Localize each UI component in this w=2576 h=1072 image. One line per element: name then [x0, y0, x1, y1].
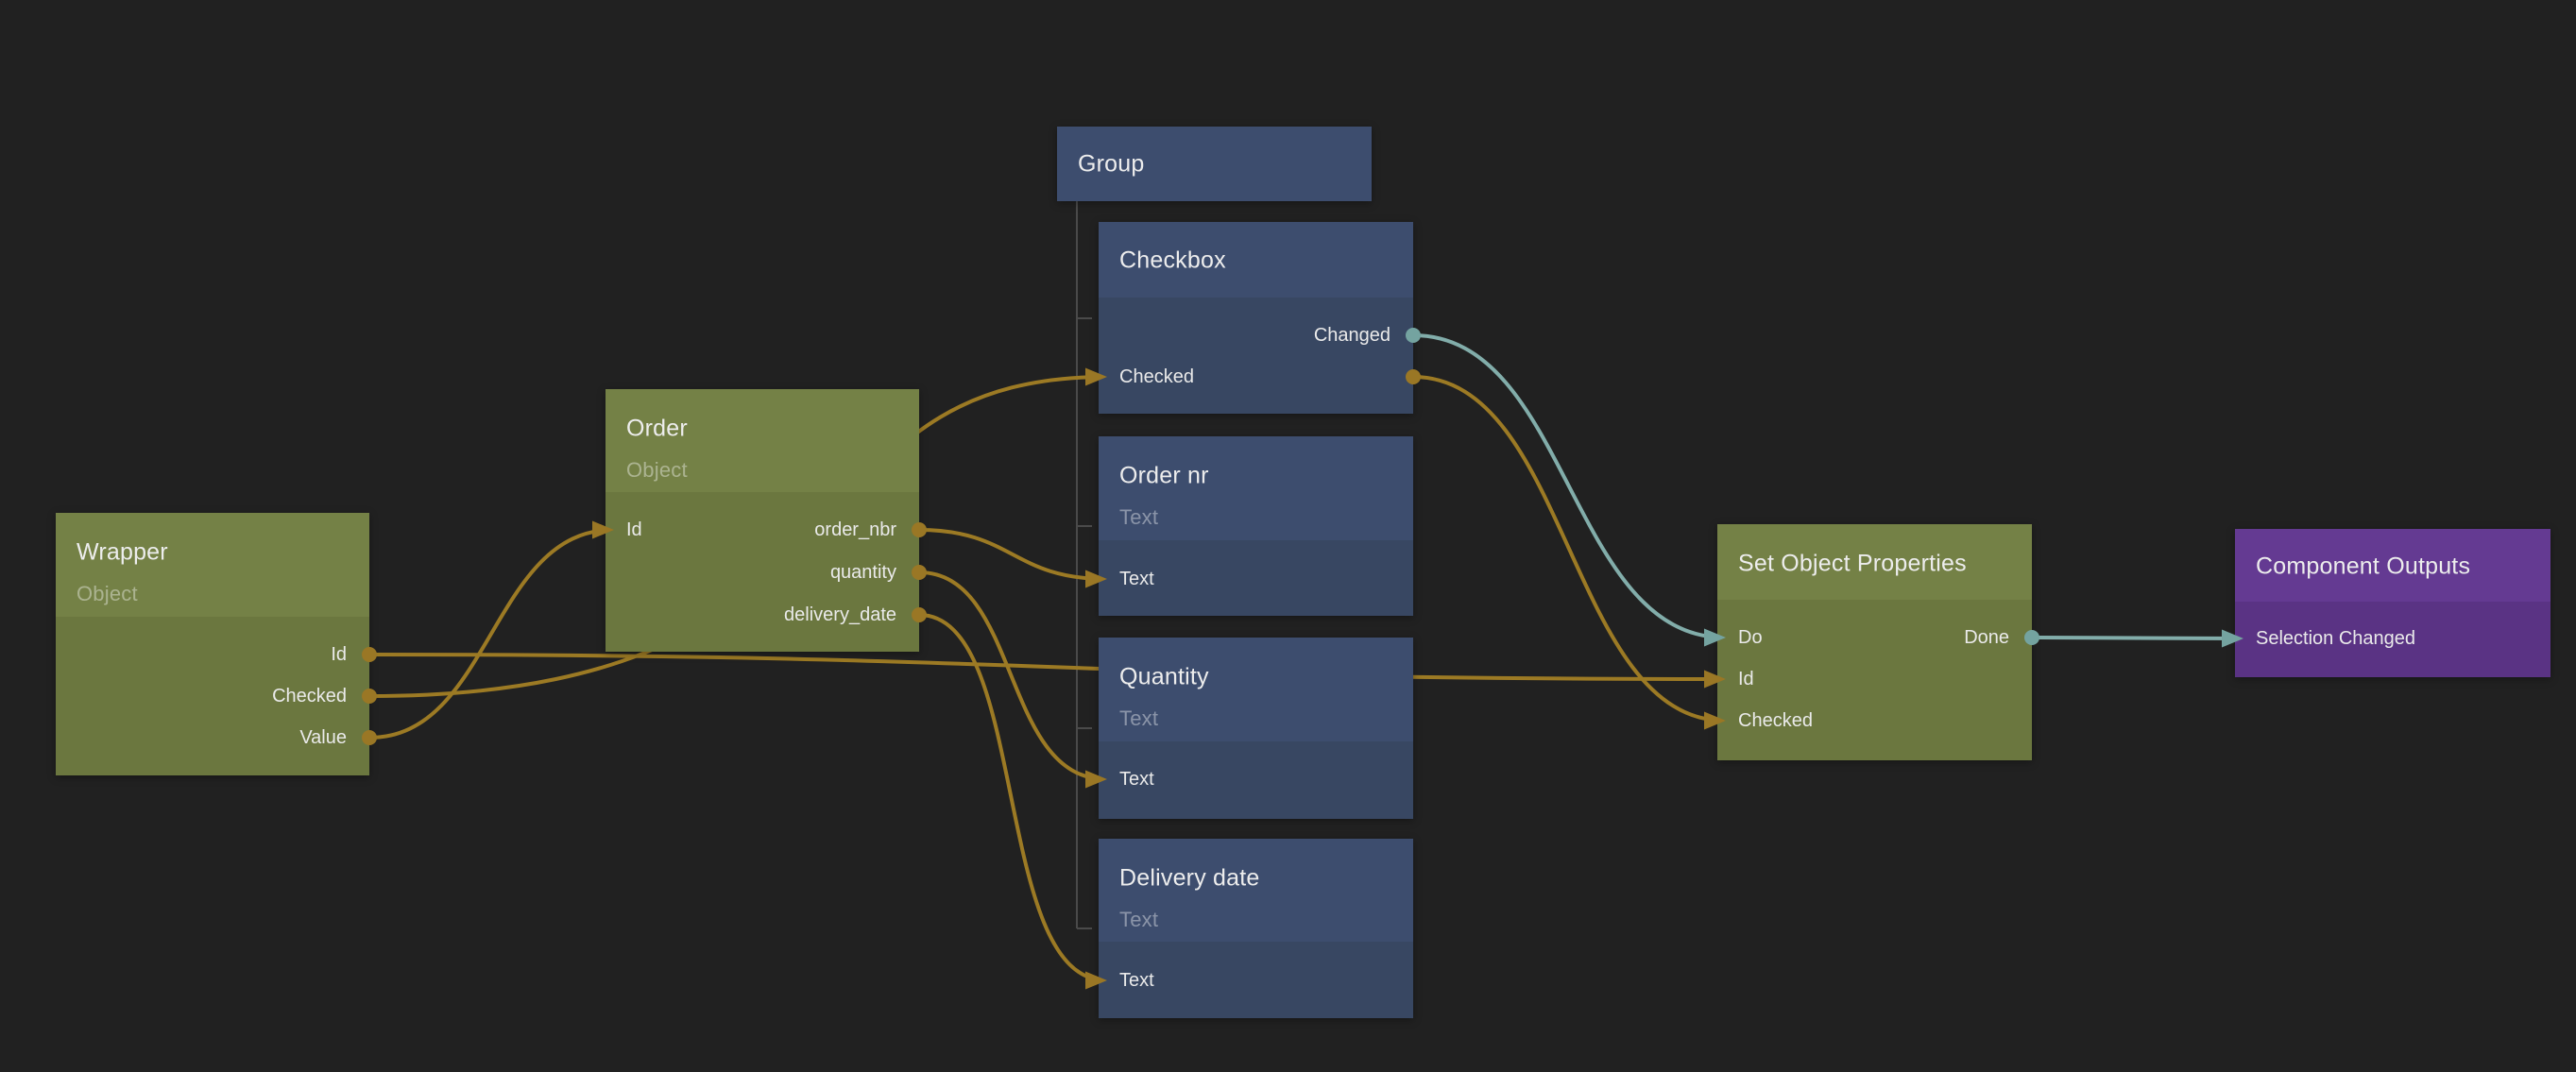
wire-checkbox-checked-to-setobjectproperties-checked[interactable]	[1411, 375, 1727, 723]
node-subtitle: Text	[1119, 706, 1159, 730]
wire-order-ordernbr-to-ordernr-text[interactable]	[917, 528, 1108, 581]
port-arrow-ordernr-text[interactable]	[1085, 570, 1107, 588]
port-dot-order-deliverydate[interactable]	[912, 607, 927, 622]
node-wrapper[interactable]: Wrapper Object Id Checked Value	[56, 513, 369, 775]
port-dot-setobjectproperties-done[interactable]	[2024, 630, 2039, 645]
node-subtitle: Object	[626, 458, 688, 482]
port-arrow-setobjectproperties-do[interactable]	[1704, 628, 1726, 647]
output-port-value[interactable]: Value	[299, 727, 347, 748]
output-port-quantity[interactable]: quantity	[829, 562, 896, 583]
port-dot-checkbox-checked[interactable]	[1406, 369, 1421, 384]
output-port-checked[interactable]: Checked	[272, 686, 347, 706]
node-header: Delivery date Text	[1099, 839, 1413, 942]
node-order[interactable]: Order Object Id order_nbr quantity deliv…	[606, 389, 919, 652]
node-title: Quantity	[1119, 663, 1209, 690]
port-dot-order-ordernbr[interactable]	[912, 522, 927, 537]
input-port-id[interactable]: Id	[1738, 669, 1754, 689]
node-delivery-date[interactable]: Delivery date Text Text	[1099, 839, 1413, 1018]
node-header: Wrapper Object	[56, 513, 369, 617]
node-header: Quantity Text	[1099, 638, 1413, 741]
node-order-nr[interactable]: Order nr Text Text	[1099, 436, 1413, 616]
group-children-tree-line	[1076, 200, 1092, 929]
node-header: Set Object Properties	[1717, 524, 2032, 600]
input-port-id[interactable]: Id	[626, 519, 642, 540]
output-port-changed[interactable]: Changed	[1313, 325, 1390, 346]
node-title: Set Object Properties	[1738, 550, 1967, 577]
node-title: Component Outputs	[2256, 553, 2471, 580]
port-dot-wrapper-id[interactable]	[362, 647, 377, 662]
node-header: Order Object	[606, 389, 919, 492]
input-port-checked[interactable]: Checked	[1738, 710, 1813, 731]
port-dot-wrapper-checked[interactable]	[362, 689, 377, 704]
port-arrow-order-id[interactable]	[592, 520, 614, 539]
node-title: Group	[1078, 150, 1145, 178]
port-arrow-setobjectproperties-checked[interactable]	[1704, 711, 1726, 730]
port-arrow-quantity-text[interactable]	[1085, 770, 1107, 789]
port-dot-checkbox-changed[interactable]	[1406, 328, 1421, 343]
node-title: Wrapper	[77, 538, 168, 566]
node-header: Order nr Text	[1099, 436, 1413, 540]
input-port-text[interactable]: Text	[1119, 569, 1154, 589]
port-arrow-componentoutputs-selectionchanged[interactable]	[2222, 629, 2243, 648]
node-subtitle: Object	[77, 582, 138, 605]
port-arrow-deliverydate-text[interactable]	[1085, 971, 1107, 990]
node-component-outputs[interactable]: Component Outputs Selection Changed	[2235, 529, 2550, 677]
input-port-text[interactable]: Text	[1119, 769, 1154, 790]
wire-checkbox-changed-to-setobjectproperties-do[interactable]	[1411, 333, 1727, 639]
wire-wrapper-value-to-order-id[interactable]	[367, 528, 615, 740]
port-arrow-setobjectproperties-id[interactable]	[1704, 670, 1726, 689]
wire-order-deliverydate-to-deliverydate-text[interactable]	[917, 613, 1108, 982]
node-title: Order	[626, 415, 688, 442]
node-title: Checkbox	[1119, 247, 1226, 274]
node-quantity[interactable]: Quantity Text Text	[1099, 638, 1413, 819]
node-subtitle: Text	[1119, 505, 1159, 529]
input-port-text[interactable]: Text	[1119, 970, 1154, 991]
output-port-id[interactable]: Id	[331, 644, 347, 665]
output-port-order-nbr[interactable]: order_nbr	[814, 519, 896, 540]
node-set-object-properties[interactable]: Set Object Properties Do Done Id Checked	[1717, 524, 2032, 760]
wire-order-quantity-to-quantity-text[interactable]	[917, 570, 1108, 781]
port-arrow-checkbox-checked[interactable]	[1085, 367, 1107, 386]
output-port-done[interactable]: Done	[1964, 627, 2009, 648]
node-checkbox[interactable]: Checkbox Changed Checked	[1099, 222, 1413, 414]
input-port-selection-changed[interactable]: Selection Changed	[2256, 628, 2416, 649]
node-header: Group	[1057, 127, 1372, 201]
node-title: Delivery date	[1119, 864, 1260, 892]
input-port-do[interactable]: Do	[1738, 627, 1763, 648]
port-dot-wrapper-value[interactable]	[362, 730, 377, 745]
node-header: Component Outputs	[2235, 529, 2550, 602]
node-group[interactable]: Group	[1057, 127, 1372, 201]
node-subtitle: Text	[1119, 908, 1159, 931]
node-title: Order nr	[1119, 462, 1209, 489]
input-output-port-checked[interactable]: Checked	[1119, 366, 1194, 387]
output-port-delivery-date[interactable]: delivery_date	[784, 604, 896, 625]
node-header: Checkbox	[1099, 222, 1413, 298]
port-dot-order-quantity[interactable]	[912, 565, 927, 580]
